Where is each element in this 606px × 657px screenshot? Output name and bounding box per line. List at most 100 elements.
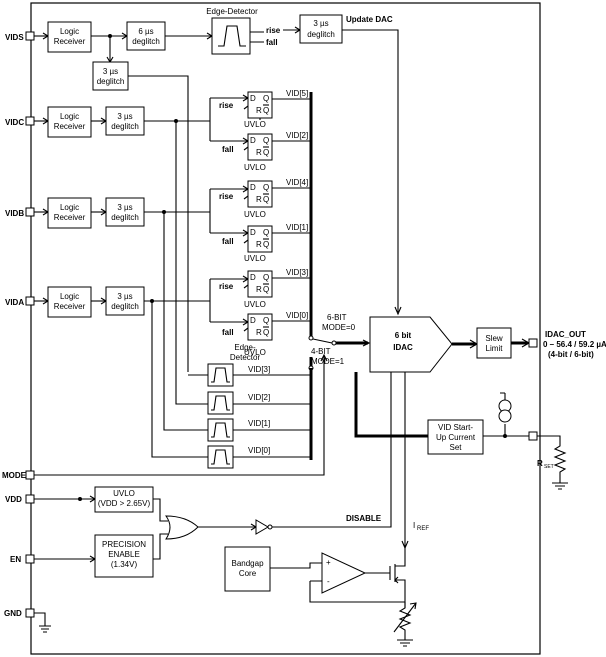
svg-text:R: R (256, 195, 262, 204)
svg-text:MODE: MODE (2, 471, 27, 480)
svg-text:VIDB: VIDB (5, 209, 24, 218)
edge-detector-stack (207, 363, 234, 469)
svg-text:Edge-: Edge- (234, 343, 256, 352)
deglitch-3us-vida: 3 µs deglitch (105, 286, 145, 316)
svg-text:VID[3]: VID[3] (248, 365, 270, 374)
pin-en: EN (10, 554, 35, 564)
svg-text:Q: Q (263, 316, 269, 325)
svg-text:Q: Q (263, 285, 269, 294)
pin-idac-out (528, 338, 538, 348)
svg-text:R: R (256, 148, 262, 157)
svg-text:Up Current: Up Current (436, 433, 476, 442)
pin-vdd: VDD (5, 494, 35, 504)
svg-text:fall: fall (222, 237, 234, 246)
variable-resistor-icon (393, 602, 417, 647)
svg-text:3 µs: 3 µs (103, 67, 118, 76)
svg-text:R: R (537, 459, 543, 468)
svg-text:6 µs: 6 µs (138, 27, 153, 36)
svg-text:EN: EN (10, 555, 21, 564)
svg-text:REF: REF (417, 526, 429, 532)
svg-text:Receiver: Receiver (54, 213, 86, 222)
svg-text:deglitch: deglitch (97, 77, 125, 86)
svg-text:VID[5]: VID[5] (286, 89, 308, 98)
svg-text:VDD: VDD (5, 495, 22, 504)
inverter-gate (255, 519, 273, 535)
svg-text:3 µs: 3 µs (313, 19, 328, 28)
svg-text:D: D (250, 228, 256, 237)
deglitch-3us-vidb: 3 µs deglitch (105, 197, 145, 227)
svg-text:Core: Core (239, 569, 257, 578)
svg-text:IDAC_OUT: IDAC_OUT (545, 330, 586, 339)
svg-text:deglitch: deglitch (111, 213, 139, 222)
svg-text:VIDA: VIDA (5, 298, 24, 307)
svg-text:Q: Q (263, 94, 269, 103)
opamp: + - (321, 552, 367, 594)
svg-text:Receiver: Receiver (54, 37, 86, 46)
pin-rset (528, 431, 538, 441)
svg-text:3 µs: 3 µs (117, 112, 132, 121)
svg-text:3 µs: 3 µs (117, 292, 132, 301)
svg-text:Slew: Slew (485, 334, 503, 343)
svg-text:deglitch: deglitch (307, 30, 335, 39)
svg-text:Set: Set (449, 443, 462, 452)
svg-text:VID Start-: VID Start- (438, 423, 473, 432)
svg-text:UVLO: UVLO (113, 489, 135, 498)
svg-text:fall: fall (222, 328, 234, 337)
svg-text:R: R (256, 106, 262, 115)
svg-text:UVLO: UVLO (244, 210, 266, 219)
svg-text:fall: fall (266, 38, 278, 47)
vid-startup-current-set: VID Start- Up Current Set (427, 419, 484, 455)
uvlo-block: UVLO (VDD > 2.65V) (94, 486, 154, 513)
pin-vidc: VIDC (5, 116, 35, 127)
edge-detector-top (211, 17, 251, 55)
idac-block: 6 bit IDAC (369, 316, 453, 373)
svg-text:DISABLE: DISABLE (346, 514, 382, 523)
svg-text:R: R (256, 240, 262, 249)
svg-text:SET: SET (544, 464, 554, 470)
svg-text:(1.34V): (1.34V) (111, 560, 138, 569)
svg-text:Q: Q (263, 136, 269, 145)
svg-text:ENABLE: ENABLE (108, 550, 140, 559)
svg-text:Logic: Logic (60, 27, 79, 36)
svg-text:D: D (250, 316, 256, 325)
logic-receiver-vida: Logic Receiver (47, 286, 92, 318)
svg-text:Q: Q (263, 328, 269, 337)
svg-text:D: D (250, 183, 256, 192)
svg-text:UVLO: UVLO (244, 300, 266, 309)
logic-receiver-vids: Logic Receiver (47, 21, 92, 53)
transistor-icon (389, 548, 406, 602)
deglitch-3us-update: 3 µs deglitch (299, 14, 343, 44)
svg-text:Q: Q (263, 195, 269, 204)
svg-text:VIDS: VIDS (5, 33, 24, 42)
svg-text:rise: rise (219, 101, 234, 110)
svg-text:UVLO: UVLO (244, 254, 266, 263)
svg-text:MODE=0: MODE=0 (322, 323, 356, 332)
svg-text:UVLO: UVLO (244, 120, 266, 129)
pin-vida: VIDA (5, 296, 35, 307)
svg-text:UVLO: UVLO (244, 163, 266, 172)
svg-text:Q: Q (263, 148, 269, 157)
svg-text:Logic: Logic (60, 112, 79, 121)
svg-text:6-BIT: 6-BIT (327, 313, 347, 322)
svg-text:IDAC: IDAC (393, 343, 413, 352)
svg-text:Q: Q (263, 106, 269, 115)
svg-text:R: R (256, 285, 262, 294)
svg-text:Q: Q (263, 183, 269, 192)
svg-text:Logic: Logic (60, 292, 79, 301)
svg-text:PRECISION: PRECISION (102, 540, 146, 549)
pin-mode: MODE (2, 470, 35, 480)
svg-text:I: I (413, 521, 415, 530)
svg-text:deglitch: deglitch (132, 37, 160, 46)
pin-vidb: VIDB (5, 207, 35, 218)
svg-text:Logic: Logic (60, 203, 79, 212)
svg-text:fall: fall (222, 145, 234, 154)
svg-text:VID[1]: VID[1] (286, 223, 308, 232)
svg-text:VID[4]: VID[4] (286, 178, 308, 187)
svg-text:D: D (250, 273, 256, 282)
